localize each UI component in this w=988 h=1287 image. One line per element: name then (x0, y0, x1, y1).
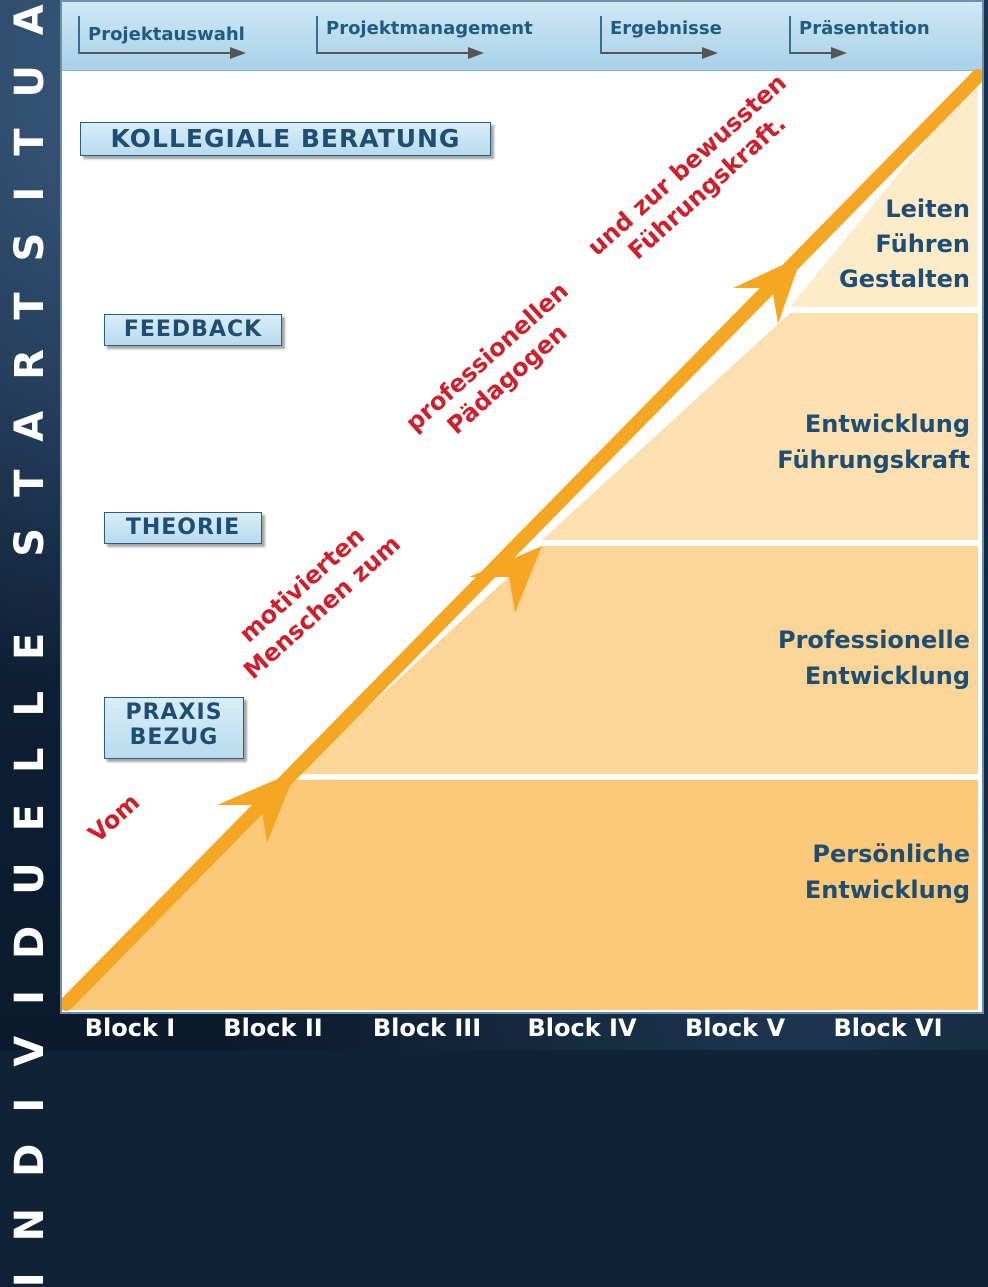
arrow-right-icon (602, 47, 718, 59)
method-feedback: FEEDBACK (104, 314, 282, 346)
level-professionelle-entwicklung: Professionelle Entwicklung (777, 626, 970, 690)
vertical-title: INDIVIDUELLE STARTSITUATION (0, 0, 60, 1287)
tier-level-2 (296, 546, 978, 774)
level-entwicklung-fuehrungskraft: Entwicklung Führungskraft (777, 410, 970, 474)
arrow-right-icon (791, 47, 847, 59)
arrow-head-2 (469, 546, 542, 613)
tier-level-1 (66, 780, 978, 1010)
method-kollegiale-beratung: KOLLEGIALE BERATUNG (80, 122, 491, 156)
phase-label: Projektmanagement (326, 18, 533, 39)
block-label-5: Block V (684, 1014, 786, 1042)
method-praxis-bezug: PRAXIS BEZUG (104, 697, 244, 759)
arrow-right-icon (80, 47, 246, 59)
level-leiten-fuehren-gestalten: Leiten Führen Gestalten (839, 195, 970, 293)
phase-label: Präsentation (799, 18, 930, 39)
arrow-right-icon (318, 47, 484, 59)
block-label-3: Block III (372, 1014, 482, 1042)
staircase-diagram (62, 69, 982, 1011)
arrow-head-1 (217, 771, 296, 843)
block-label-6: Block VI (833, 1014, 943, 1042)
growth-arrow-line (62, 69, 982, 1011)
block-label-2: Block II (223, 1014, 323, 1042)
block-label-4: Block IV (527, 1014, 637, 1042)
phase-label: Ergebnisse (610, 18, 722, 39)
arrow-head-3 (733, 256, 802, 324)
phase-header: Projektauswahl Projektmanagement Ergebni… (62, 2, 982, 71)
block-label-1: Block I (84, 1014, 176, 1042)
phase-label: Projektauswahl (88, 24, 245, 45)
level-persoenliche-entwicklung: Persönliche Entwicklung (804, 840, 970, 904)
vertical-title-text: INDIVIDUELLE STARTSITUATION (7, 0, 53, 1287)
method-theorie: THEORIE (104, 512, 262, 544)
diagram-panel: Projektauswahl Projektmanagement Ergebni… (60, 0, 984, 1014)
tier-level-3 (542, 313, 978, 540)
